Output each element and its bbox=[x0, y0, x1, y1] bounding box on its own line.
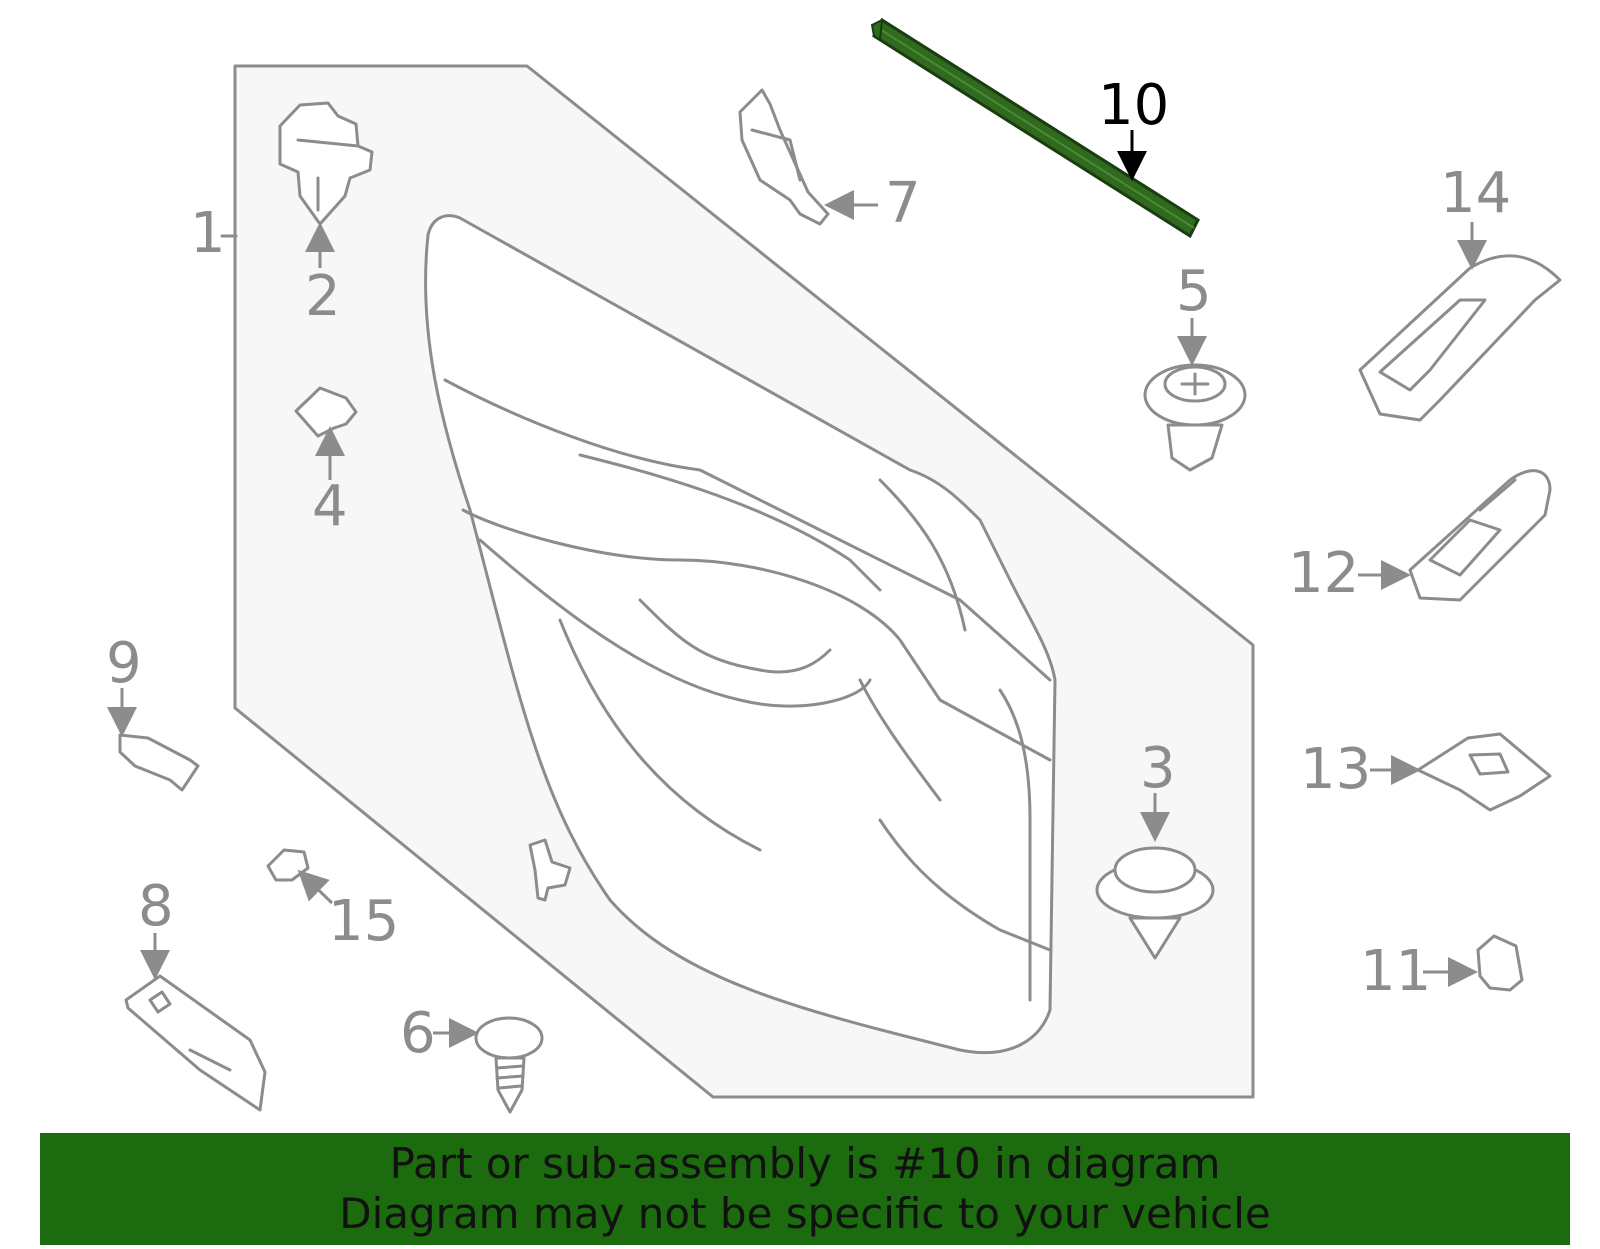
part-3-retainer bbox=[1095, 846, 1215, 960]
callout-14: 14 bbox=[1440, 161, 1511, 226]
callout-4: 4 bbox=[312, 474, 348, 539]
callout-3: 3 bbox=[1140, 736, 1176, 801]
callout-15: 15 bbox=[328, 889, 399, 954]
part-5-push-clip bbox=[1143, 363, 1247, 472]
door-trim-panel bbox=[424, 214, 1057, 1055]
callout-12: 12 bbox=[1288, 541, 1359, 606]
callout-6: 6 bbox=[400, 1001, 436, 1066]
callout-9: 9 bbox=[106, 631, 142, 696]
part-14-switch-bezel bbox=[1358, 254, 1562, 422]
callout-10: 10 bbox=[1098, 73, 1169, 138]
part-9-bracket bbox=[118, 733, 200, 792]
banner-line-2: Diagram may not be specific to your vehi… bbox=[339, 1189, 1271, 1238]
callout-labels: 1 2 3 4 5 6 7 8 9 10 11 12 13 14 15 bbox=[106, 73, 1511, 1066]
info-banner: Part or sub-assembly is #10 in diagram D… bbox=[40, 1133, 1570, 1245]
part-6-screw bbox=[474, 1016, 544, 1114]
arrow-15 bbox=[297, 869, 334, 905]
part-12-window-switch bbox=[1408, 469, 1552, 602]
part-11-clip bbox=[1476, 934, 1524, 992]
callout-arrows bbox=[107, 130, 1487, 1048]
part-10-belt-moulding bbox=[870, 17, 1200, 239]
callout-13: 13 bbox=[1300, 737, 1371, 802]
callout-5: 5 bbox=[1176, 259, 1212, 324]
banner-line-1: Part or sub-assembly is #10 in diagram bbox=[389, 1139, 1221, 1188]
callout-7: 7 bbox=[885, 171, 921, 236]
callout-8: 8 bbox=[138, 874, 174, 939]
part-8-switch-panel bbox=[124, 974, 267, 1112]
callout-1: 1 bbox=[190, 201, 226, 266]
part-13-mirror-switch bbox=[1416, 732, 1552, 812]
part-2-clip bbox=[278, 101, 374, 226]
part-7-bracket bbox=[738, 88, 830, 226]
callout-11: 11 bbox=[1360, 939, 1431, 1004]
callout-2: 2 bbox=[305, 264, 341, 329]
